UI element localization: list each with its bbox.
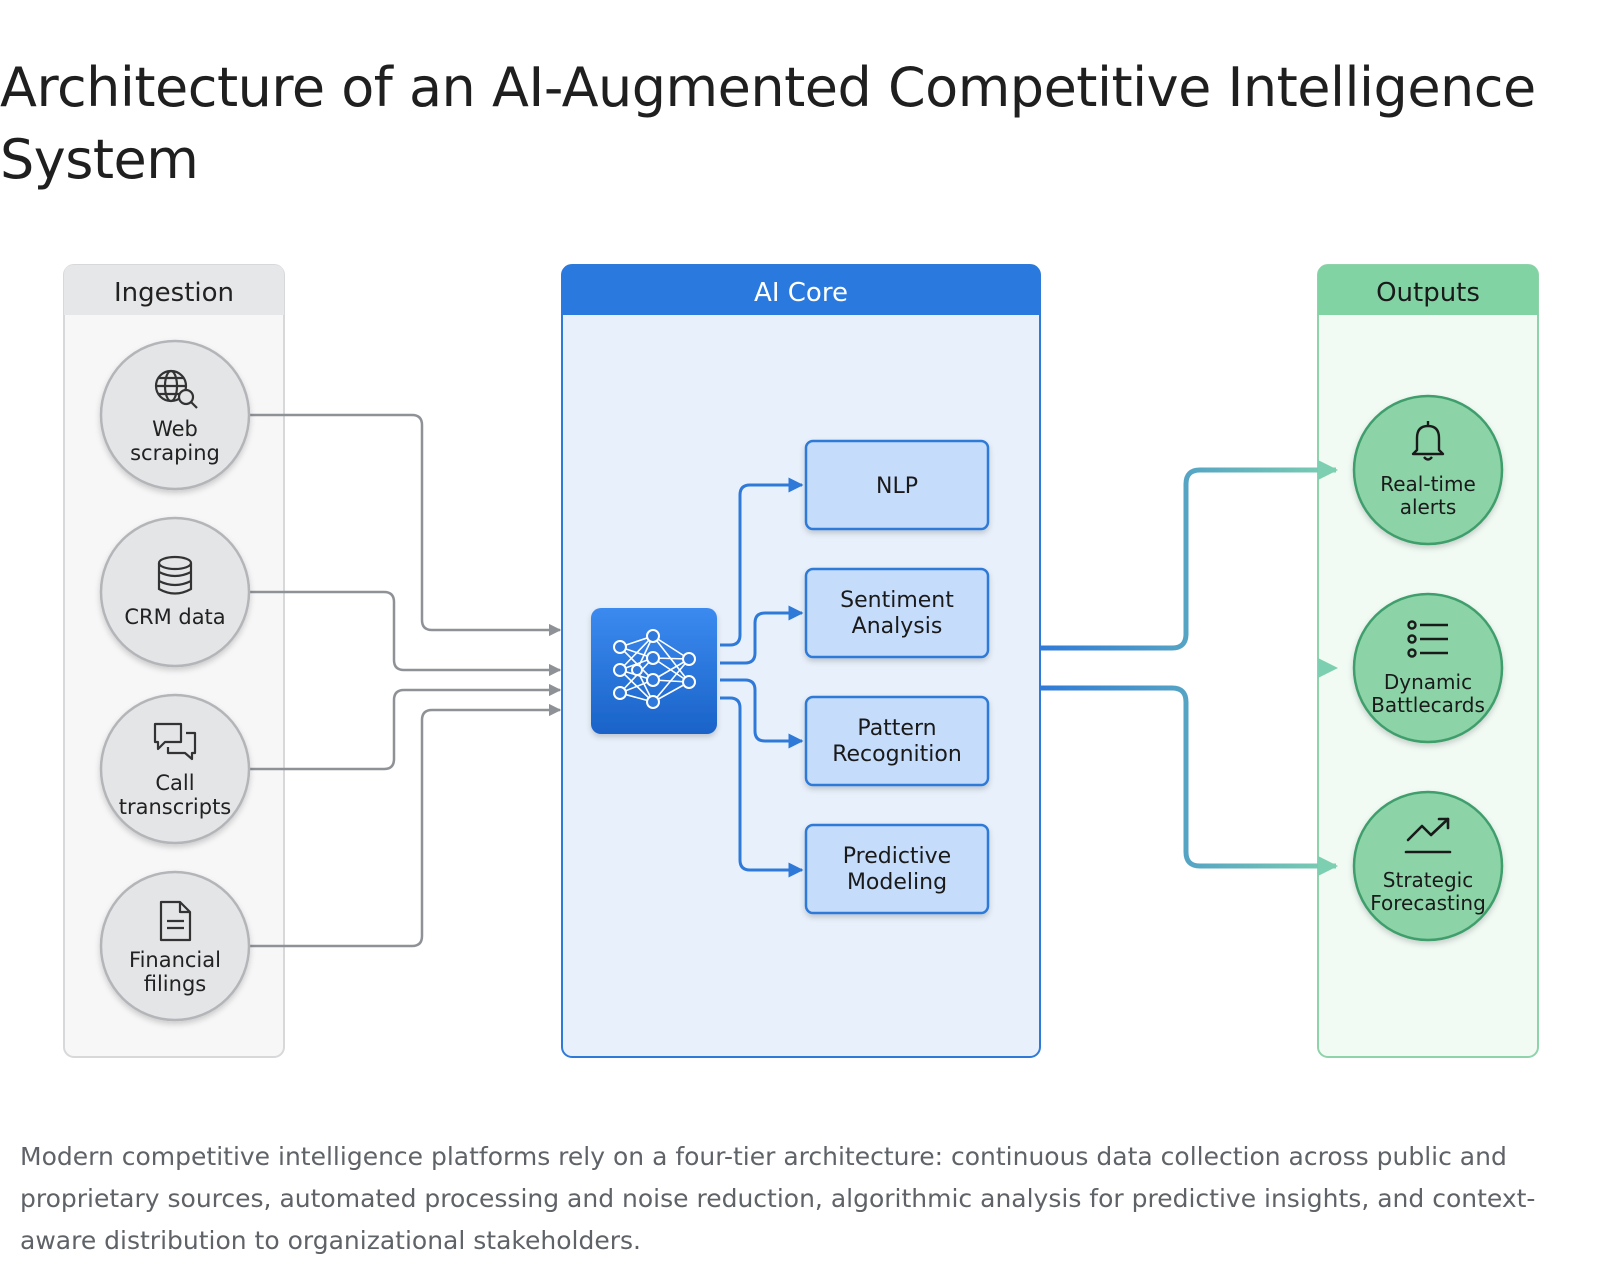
- connector-crm-data: [250, 590, 562, 677]
- module-label-line-2: Recognition: [832, 742, 962, 767]
- source-crm-data: CRM data: [99, 516, 251, 668]
- module-label-line-1: NLP: [876, 474, 918, 499]
- connector-to-predictive: [720, 696, 804, 878]
- bell-icon: [1411, 421, 1445, 461]
- connector-to-nlp: [720, 477, 804, 647]
- page-title: Architecture of an AI-Augmented Competit…: [0, 52, 1540, 196]
- module-label-line-1: Predictive: [843, 844, 951, 869]
- output-label-line-1: Real-time: [1380, 472, 1476, 496]
- module-nlp: NLP: [804, 439, 990, 531]
- module-label-line-2: Analysis: [852, 614, 943, 639]
- diagram-caption: Modern competitive intelligence platform…: [20, 1142, 1536, 1255]
- output-label-line-2: alerts: [1400, 495, 1457, 519]
- source-label-line-2: filings: [144, 972, 206, 996]
- ai-core-panel-title: AI Core: [754, 278, 848, 308]
- connector-to-strategic-forecasting: [1040, 685, 1338, 876]
- source-label-line-1: Web: [152, 417, 198, 441]
- output-dynamic-battlecards: Dynamic Battlecards: [1352, 592, 1504, 744]
- page-title-line-2: System: [0, 128, 199, 191]
- module-label-line-1: Pattern: [857, 716, 936, 741]
- module-predictive-modeling: Predictive Modeling: [804, 823, 990, 915]
- source-label-line-1: Financial: [129, 948, 221, 972]
- source-label-line-2: scraping: [130, 441, 220, 465]
- document-icon: [159, 900, 192, 942]
- ai-hub: [591, 608, 717, 734]
- output-strategic-forecasting: Strategic Forecasting: [1352, 790, 1504, 942]
- source-web-scraping: Web scraping: [99, 339, 251, 491]
- ingestion-panel-title: Ingestion: [114, 278, 234, 308]
- source-label-line-2: transcripts: [119, 795, 232, 819]
- module-pattern-recognition: Pattern Recognition: [804, 695, 990, 787]
- output-label-line-1: Dynamic: [1384, 670, 1472, 694]
- output-connectors: [1040, 460, 1338, 876]
- output-label-line-2: Battlecards: [1371, 693, 1485, 717]
- list-icon: [1407, 620, 1448, 658]
- module-label-line-1: Sentiment: [840, 588, 954, 613]
- source-financial-filings: Financial filings: [99, 870, 251, 1022]
- ingestion-connectors: [250, 413, 562, 948]
- output-real-time-alerts: Real-time alerts: [1352, 394, 1504, 546]
- output-label-line-1: Strategic: [1383, 868, 1473, 892]
- globe-search-icon: [154, 369, 198, 409]
- database-icon: [157, 555, 193, 595]
- connector-web-scraping: [250, 413, 562, 637]
- connector-to-sentiment: [720, 605, 804, 665]
- core-connectors: [720, 477, 804, 878]
- source-label-line-1: Call: [155, 771, 194, 795]
- trend-up-icon: [1404, 817, 1452, 854]
- outputs-panel-title: Outputs: [1376, 278, 1480, 308]
- neural-network-icon: [613, 629, 696, 709]
- source-label-line-1: CRM data: [124, 605, 225, 629]
- connector-to-pattern: [720, 678, 804, 749]
- module-sentiment-analysis: Sentiment Analysis: [804, 567, 990, 659]
- chat-bubbles-icon: [153, 722, 197, 761]
- page-title-line-1: Architecture of an AI-Augmented Competit…: [0, 56, 1536, 119]
- connector-to-real-time-alerts: [1040, 460, 1338, 651]
- connector-financial-filings: [250, 703, 562, 948]
- source-call-transcripts: Call transcripts: [99, 693, 251, 845]
- module-label-line-2: Modeling: [847, 870, 947, 895]
- output-label-line-2: Forecasting: [1370, 891, 1486, 915]
- connector-call-transcripts: [250, 683, 562, 771]
